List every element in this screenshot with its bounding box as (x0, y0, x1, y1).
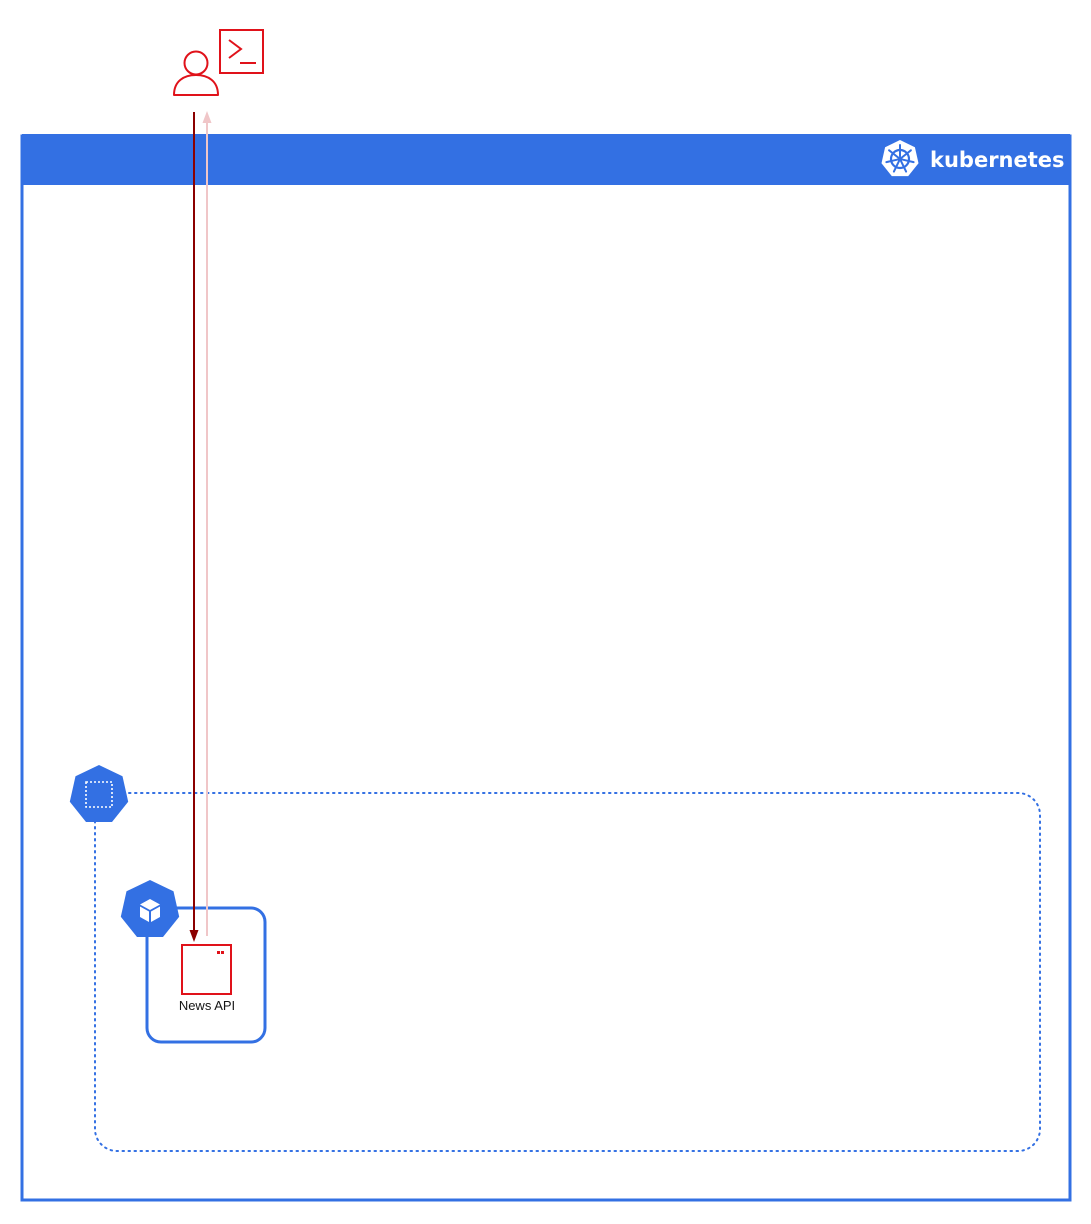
request-arrow (189, 112, 199, 942)
user-actor (173, 29, 264, 96)
user-icon (173, 50, 219, 96)
pod-icon (120, 880, 180, 937)
terminal-icon (219, 29, 264, 74)
kubernetes-logo-icon (881, 140, 919, 177)
container-indicator-dot (221, 951, 224, 954)
namespace (69, 765, 1041, 1152)
cluster-brand-label: kubernetes (930, 148, 1065, 172)
namespace-boundary (94, 792, 1041, 1152)
response-arrow (202, 111, 212, 936)
namespace-icon (69, 765, 129, 822)
news-api-component[interactable]: News API (179, 944, 235, 1013)
component-label: News API (179, 998, 235, 1013)
container-indicator-dot (217, 951, 220, 954)
